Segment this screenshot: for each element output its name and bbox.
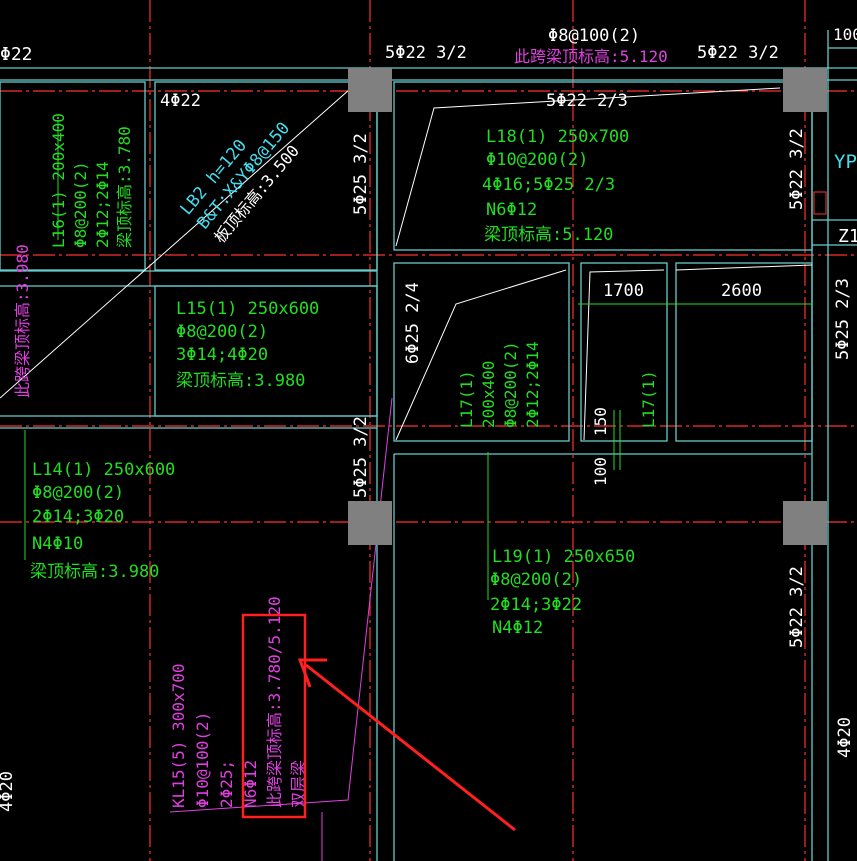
svg-text:Φ10@200(2): Φ10@200(2) bbox=[486, 150, 588, 170]
vlabel-4phi20-right: 4Φ20 bbox=[835, 717, 855, 758]
svg-text:梁顶标高:3.980: 梁顶标高:3.980 bbox=[30, 562, 159, 582]
label-4phi22: 4Φ22 bbox=[160, 91, 201, 111]
vlabel-5phi22-32-bottom: 5Φ22 3/2 bbox=[787, 566, 807, 648]
svg-text:此跨梁顶标高:3.780/5.120: 此跨梁顶标高:3.780/5.120 bbox=[265, 596, 284, 808]
svg-text:梁顶标高:3.780: 梁顶标高:3.780 bbox=[115, 126, 134, 248]
svg-text:L18(1) 250x700: L18(1) 250x700 bbox=[486, 127, 629, 147]
vlabel-5phi22-32-right: 5Φ22 3/2 bbox=[787, 128, 807, 210]
svg-text:此跨梁顶标高:3.980: 此跨梁顶标高:3.980 bbox=[13, 244, 32, 398]
column-3 bbox=[348, 501, 392, 545]
slab-label-lb2: LB2 h=120 B&T:X&YΦ8@150 板顶标高:3.500 bbox=[177, 119, 304, 247]
svg-text:N6Φ12: N6Φ12 bbox=[241, 760, 260, 808]
dim-100: 100 bbox=[591, 457, 610, 486]
beam-lines bbox=[0, 30, 857, 861]
highlight-arrow bbox=[297, 658, 516, 832]
column-2 bbox=[783, 68, 827, 112]
beam-l15-label: L15(1) 250x600 Φ8@200(2) 3Φ14;4Φ20 梁顶标高:… bbox=[176, 299, 319, 391]
svg-text:4Φ16;5Φ25 2/3: 4Φ16;5Φ25 2/3 bbox=[482, 175, 615, 195]
svg-text:2Φ14;3Φ20: 2Φ14;3Φ20 bbox=[32, 507, 124, 527]
svg-text:Φ8@200(2): Φ8@200(2) bbox=[501, 341, 520, 428]
svg-text:Φ10@100(2): Φ10@100(2) bbox=[193, 712, 212, 808]
svg-text:N4Φ10: N4Φ10 bbox=[32, 534, 83, 554]
svg-text:双层梁: 双层梁 bbox=[289, 760, 308, 808]
svg-text:梁顶标高:3.980: 梁顶标高:3.980 bbox=[176, 371, 305, 391]
label-z1: Z1 bbox=[838, 226, 857, 247]
svg-text:L14(1) 250x600: L14(1) 250x600 bbox=[32, 460, 175, 480]
vlabel-4phi20-left: 4Φ20 bbox=[0, 771, 17, 812]
svg-text:L17(1): L17(1) bbox=[457, 370, 476, 428]
beam-l19-label: L19(1) 250x650 Φ8@200(2) 2Φ14;3Φ22 N4Φ12 bbox=[490, 547, 635, 638]
top-left-rebar: Φ22 bbox=[0, 44, 33, 65]
beam-l14-label: L14(1) 250x600 Φ8@200(2) 2Φ14;3Φ20 N4Φ10… bbox=[30, 460, 175, 582]
dim-1700: 1700 bbox=[603, 281, 644, 301]
svg-text:Φ8@200(2): Φ8@200(2) bbox=[490, 570, 582, 590]
highlight-box bbox=[241, 613, 307, 819]
svg-text:Φ8@200(2): Φ8@200(2) bbox=[71, 161, 90, 248]
svg-text:Φ8@200(2): Φ8@200(2) bbox=[176, 322, 268, 342]
column-4 bbox=[783, 501, 827, 545]
label-5phi22-23: 5Φ22 2/3 bbox=[546, 91, 628, 111]
top-stirrup: Φ8@100(2) bbox=[548, 26, 640, 46]
svg-text:梁顶标高:5.120: 梁顶标高:5.120 bbox=[484, 225, 613, 245]
svg-text:2Φ25;: 2Φ25; bbox=[217, 760, 236, 808]
vlabel-5phi25-32-mid: 5Φ25 3/2 bbox=[351, 416, 371, 498]
column-1 bbox=[348, 68, 392, 112]
slab-diagonals bbox=[0, 81, 813, 441]
hatch-mark bbox=[813, 191, 827, 215]
dim-150: 150 bbox=[591, 407, 610, 436]
svg-text:Φ8@200(2): Φ8@200(2) bbox=[32, 483, 124, 503]
columns bbox=[348, 68, 827, 545]
vlabel-6phi25-24: 6Φ25 2/4 bbox=[403, 282, 423, 364]
beam-l16-label: L16(1) 200x400 Φ8@200(2) 2Φ12;2Φ14 梁顶标高:… bbox=[49, 113, 134, 248]
label-yp: YP bbox=[834, 151, 857, 173]
vlabel-5phi25-23: 5Φ25 2/3 bbox=[833, 278, 853, 360]
svg-text:2Φ12;2Φ14: 2Φ12;2Φ14 bbox=[93, 161, 112, 248]
svg-text:N6Φ12: N6Φ12 bbox=[486, 200, 537, 220]
svg-text:L16(1) 200x400: L16(1) 200x400 bbox=[49, 113, 68, 248]
top-far-right: 100 bbox=[833, 25, 857, 44]
top-mid-rebar: 5Φ22 3/2 bbox=[385, 43, 467, 63]
dim-2600: 2600 bbox=[721, 281, 762, 301]
top-elevation: 此跨梁顶标高:5.120 bbox=[514, 47, 668, 66]
dimension-lines bbox=[24, 120, 812, 600]
beam-l17-label-2: L17(1) bbox=[639, 370, 658, 428]
side-magenta-label: 此跨梁顶标高:3.980 bbox=[13, 244, 32, 398]
vlabel-5phi25-32-top: 5Φ25 3/2 bbox=[351, 133, 371, 215]
svg-text:N4Φ12: N4Φ12 bbox=[492, 618, 543, 638]
svg-text:200x400: 200x400 bbox=[479, 361, 498, 428]
beam-l18-label: L18(1) 250x700 Φ10@200(2) 4Φ16;5Φ25 2/3 … bbox=[482, 127, 629, 245]
svg-text:L19(1) 250x650: L19(1) 250x650 bbox=[492, 547, 635, 567]
svg-text:2Φ14;3Φ22: 2Φ14;3Φ22 bbox=[490, 595, 582, 615]
top-right-rebar: 5Φ22 3/2 bbox=[697, 43, 779, 63]
beam-kl15-label: KL15(5) 300x700 Φ10@100(2) 2Φ25; N6Φ12 此… bbox=[169, 596, 308, 808]
svg-text:3Φ14;4Φ20: 3Φ14;4Φ20 bbox=[176, 345, 268, 365]
svg-text:KL15(5) 300x700: KL15(5) 300x700 bbox=[169, 664, 188, 809]
beam-l17-label: L17(1) 200x400 Φ8@200(2) 2Φ12;2Φ14 bbox=[457, 341, 542, 428]
svg-text:L15(1) 250x600: L15(1) 250x600 bbox=[176, 299, 319, 319]
svg-text:2Φ12;2Φ14: 2Φ12;2Φ14 bbox=[523, 341, 542, 428]
